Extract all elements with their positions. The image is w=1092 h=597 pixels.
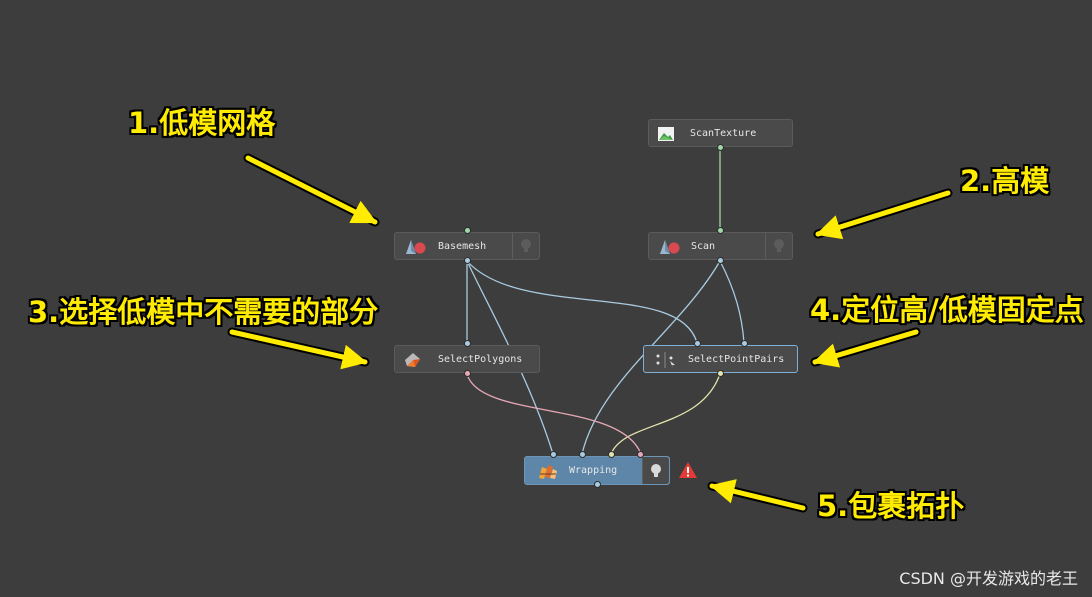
lightbulb-icon <box>651 463 661 477</box>
port-selectpolygons-in[interactable] <box>464 340 471 347</box>
node-scan[interactable]: Scan <box>648 232 793 260</box>
node-selectpointpairs[interactable]: SelectPointPairs <box>643 345 798 373</box>
node-basemesh[interactable]: Basemesh <box>394 232 540 260</box>
warning-icon[interactable] <box>678 461 698 479</box>
port-wrapping-in-3[interactable] <box>608 451 615 458</box>
annotation-2: 2.高模 <box>960 164 1050 198</box>
port-selectpointpairs-in-a[interactable] <box>694 340 701 347</box>
wrapping-icon <box>539 465 557 479</box>
mesh-shape-icon <box>660 240 680 254</box>
node-label: Scan <box>691 241 716 252</box>
node-label: SelectPointPairs <box>688 354 785 365</box>
annotation-4: 4.定位高/低模固定点 <box>810 293 1084 327</box>
port-basemesh-in[interactable] <box>464 227 471 234</box>
port-scan-out[interactable] <box>717 257 724 264</box>
lightbulb-icon <box>774 239 784 252</box>
wire-scan-selectpointpairs <box>719 260 745 344</box>
port-scantexture-out[interactable] <box>717 144 724 151</box>
annotation-1: 1.低模网格 <box>128 106 276 140</box>
node-scantexture[interactable]: ScanTexture <box>648 119 793 147</box>
lightbulb-icon <box>521 239 531 252</box>
node-label: ScanTexture <box>690 128 757 139</box>
visibility-toggle[interactable] <box>765 233 792 259</box>
port-wrapping-in-4[interactable] <box>637 451 644 458</box>
wire-basemesh-selectpointpairs <box>466 260 698 344</box>
image-icon <box>658 127 674 141</box>
port-selectpointpairs-in-b[interactable] <box>741 340 748 347</box>
node-label: Wrapping <box>569 465 618 476</box>
node-label: Basemesh <box>438 241 487 252</box>
annotation-3: 3.选择低模中不需要的部分 <box>28 295 379 329</box>
wire-selectpolygons-wrapping <box>466 373 642 455</box>
port-wrapping-in-1[interactable] <box>550 451 557 458</box>
annotation-5: 5.包裹拓扑 <box>817 489 965 523</box>
watermark: CSDN @开发游戏的老王 <box>899 569 1078 588</box>
port-wrapping-out[interactable] <box>594 481 601 488</box>
wire-scan-wrapping <box>581 260 721 455</box>
port-wrapping-in-2[interactable] <box>579 451 586 458</box>
select-polygons-icon <box>405 353 420 367</box>
mesh-shape-icon <box>406 240 426 254</box>
port-basemesh-out[interactable] <box>464 257 471 264</box>
wire-selectpointpairs-wrapping <box>610 373 721 455</box>
point-pairs-icon <box>656 352 675 368</box>
visibility-toggle[interactable] <box>512 233 539 259</box>
node-selectpolygons[interactable]: SelectPolygons <box>394 345 540 373</box>
port-selectpolygons-out[interactable] <box>464 370 471 377</box>
node-label: SelectPolygons <box>438 354 523 365</box>
visibility-toggle[interactable] <box>642 457 669 484</box>
port-scan-in[interactable] <box>717 227 724 234</box>
port-selectpointpairs-out[interactable] <box>717 370 724 377</box>
